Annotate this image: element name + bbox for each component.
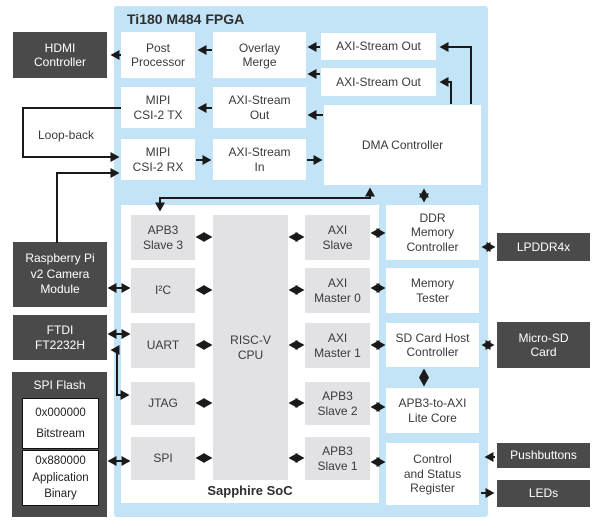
axi-stream-in-box: AXI-Stream In — [213, 139, 306, 180]
pushbuttons-box: Pushbuttons — [497, 443, 590, 468]
spi-box: SPI — [131, 437, 195, 480]
dma-controller-box: DMA Controller — [324, 105, 481, 185]
apb3-slave3-box: APB3 Slave 3 — [131, 215, 195, 260]
leds-box: LEDs — [497, 480, 590, 507]
axi-stream-out-top2-box: AXI-Stream Out — [321, 68, 436, 96]
axi-stream-out-top1-box: AXI-Stream Out — [321, 33, 436, 60]
memory-tester-box: Memory Tester — [386, 268, 479, 313]
i2c-box: I²C — [131, 268, 195, 313]
mipi-csi2-rx-box: MIPI CSI-2 RX — [121, 139, 195, 180]
fpga-title: Ti180 M484 FPGA — [127, 11, 245, 27]
apb3-slave2-box: APB3 Slave 2 — [305, 382, 370, 425]
ddr-memory-controller-box: DDR Memory Controller — [386, 205, 479, 260]
control-status-register-box: Control and Status Register — [386, 443, 479, 505]
axi-stream-out-mid-box: AXI-Stream Out — [213, 87, 306, 128]
raspberry-pi-camera-box: Raspberry Pi v2 Camera Module — [13, 242, 107, 307]
jtag-box: JTAG — [131, 382, 195, 425]
lpddr4x-box: LPDDR4x — [497, 233, 590, 261]
micro-sd-card-box: Micro-SD Card — [497, 322, 590, 368]
uart-box: UART — [131, 323, 195, 368]
apb3-to-axi-box: APB3-to-AXI Lite Core — [386, 388, 479, 433]
axi-slave-box: AXI Slave — [305, 215, 370, 260]
flash-application-region: 0x880000 Application Binary — [22, 450, 99, 506]
flash-bitstream-region: 0x000000 Bitstream — [22, 398, 99, 449]
loopback-label: Loop-back — [37, 128, 95, 142]
sd-card-host-box: SD Card Host Controller — [386, 323, 479, 367]
apb3-slave1-box: APB3 Slave 1 — [305, 437, 370, 480]
axi-master1-box: AXI Master 1 — [305, 323, 370, 368]
mipi-csi2-tx-box: MIPI CSI-2 TX — [121, 87, 195, 128]
hdmi-controller-box: HDMI Controller — [13, 32, 107, 78]
ftdi-box: FTDI FT2232H — [13, 315, 107, 360]
axi-master0-box: AXI Master 0 — [305, 268, 370, 313]
sapphire-soc-label: Sapphire SoC — [207, 483, 293, 498]
riscv-cpu-box: RISC-V CPU — [213, 215, 288, 480]
overlay-merge-box: Overlay Merge — [213, 32, 306, 78]
post-processor-box: Post Processor — [121, 32, 195, 78]
spi-flash-label: SPI Flash — [33, 378, 86, 392]
connector-camera-to-mipirx — [56, 168, 120, 243]
